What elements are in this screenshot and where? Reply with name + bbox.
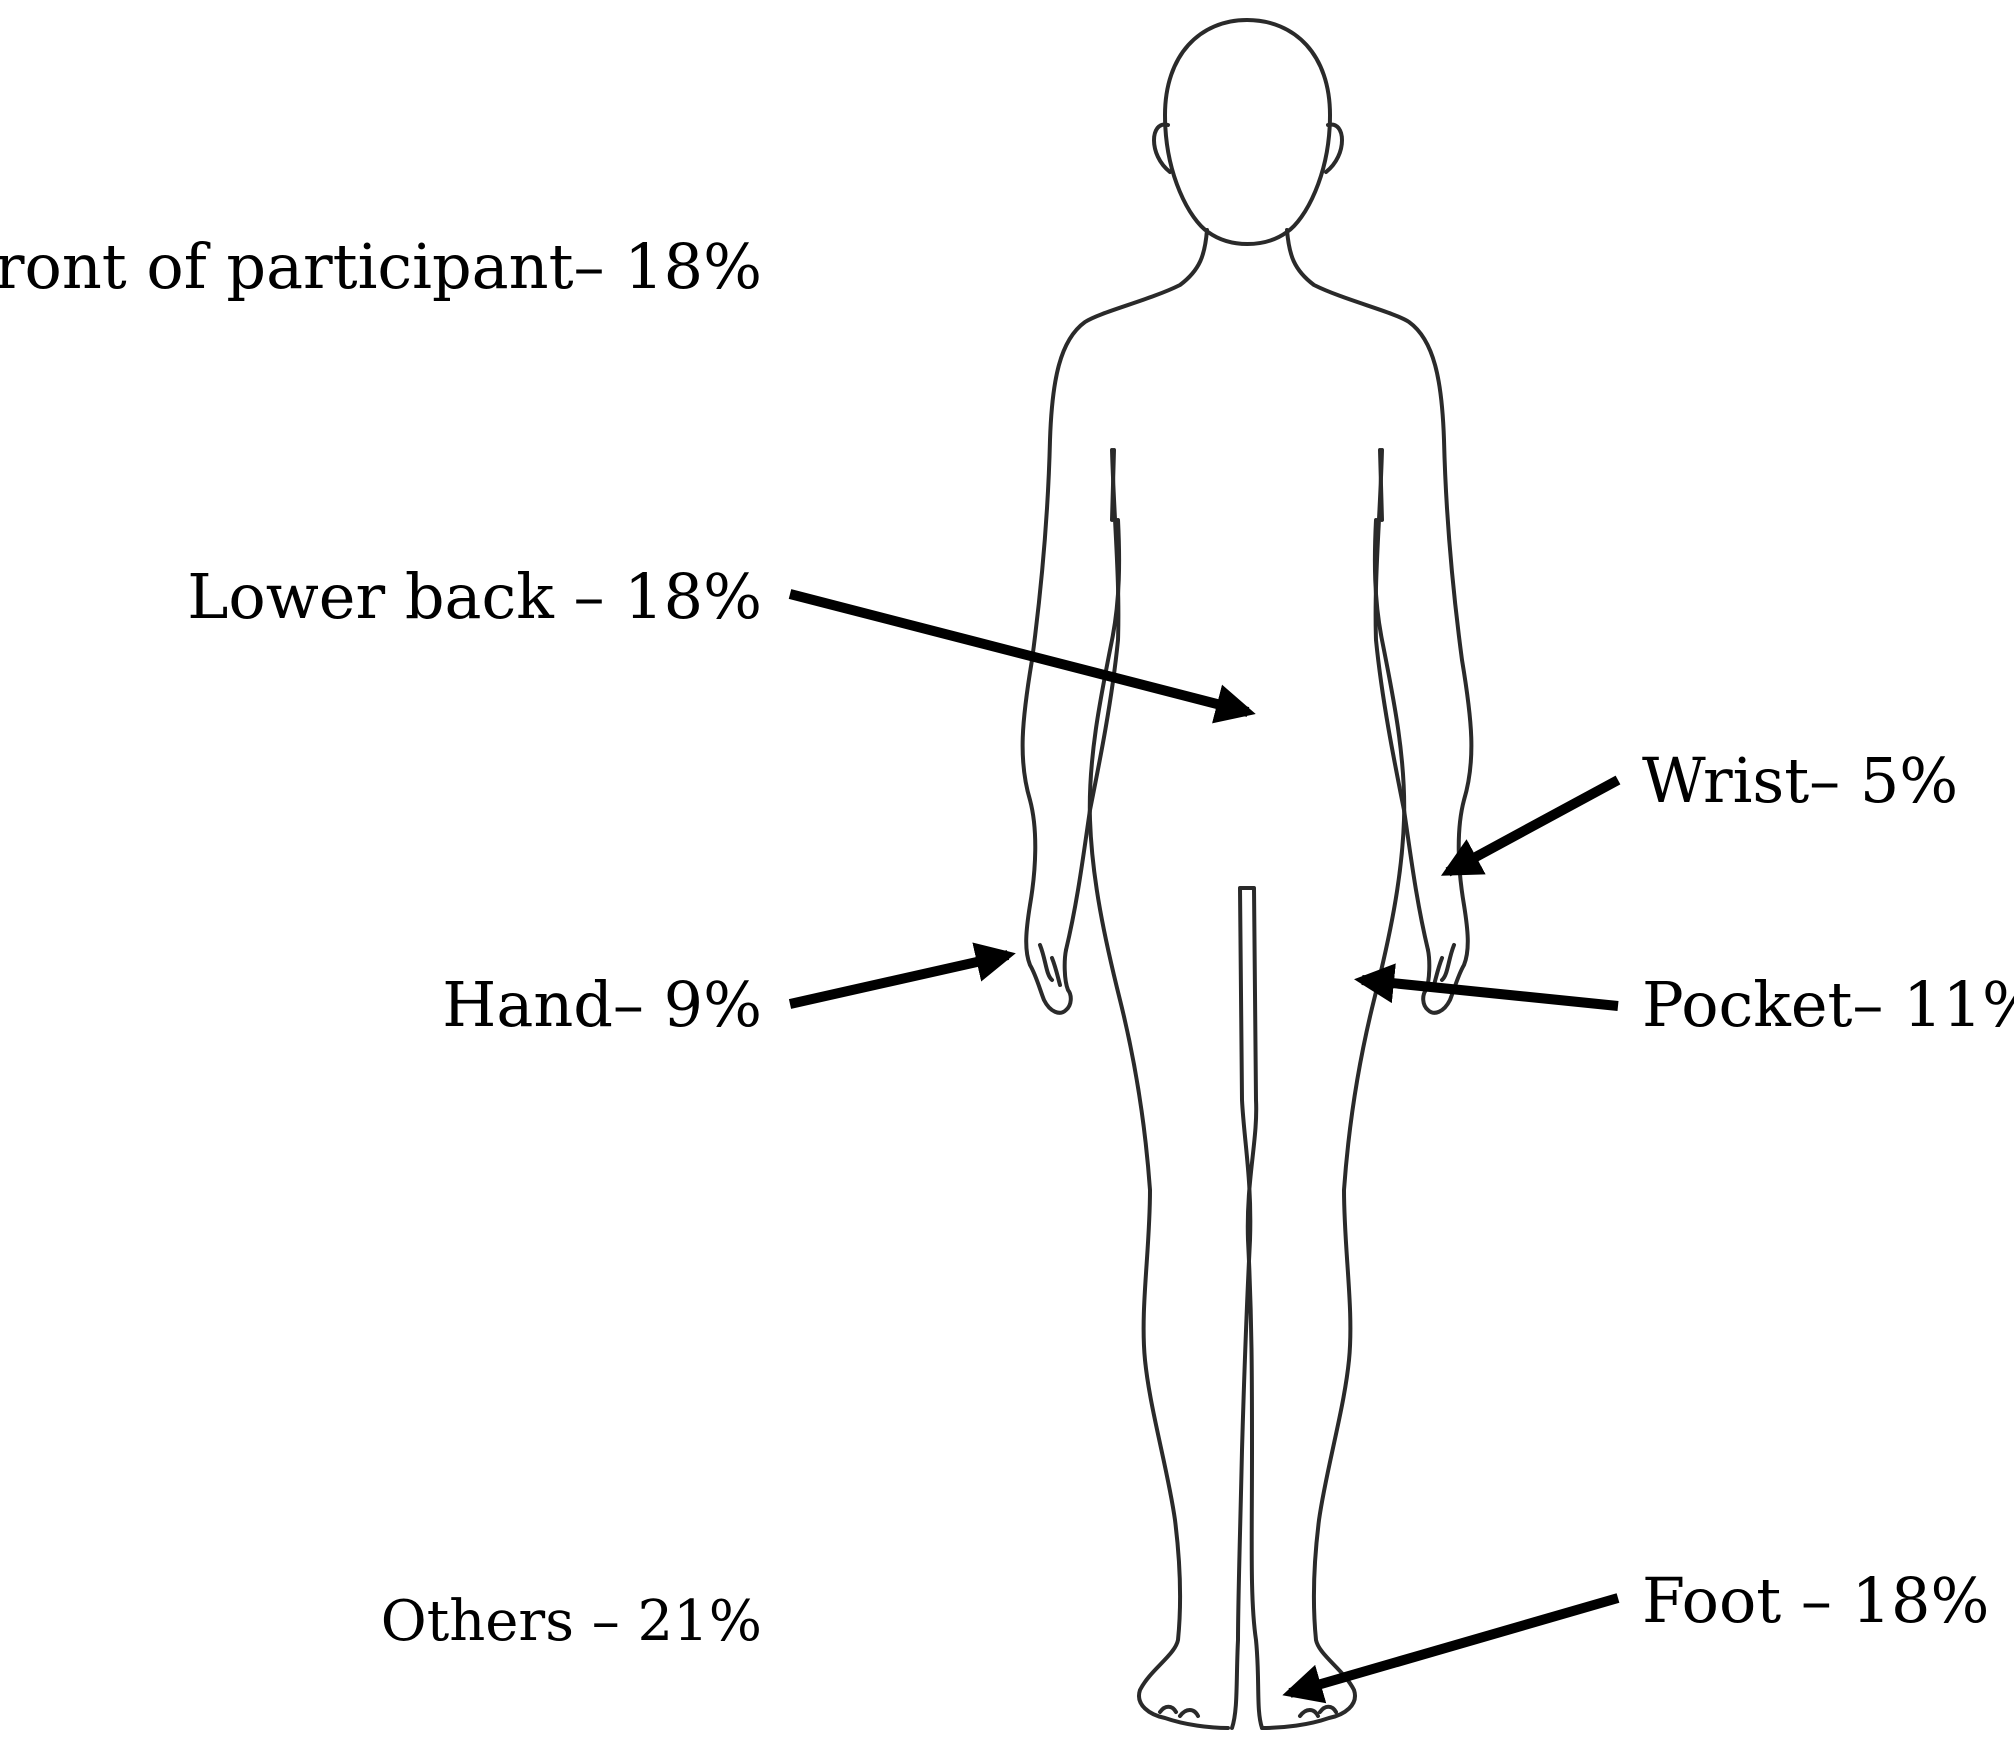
body-right-outline (1285, 228, 1474, 1015)
left-inner-arm-outline (1064, 448, 1121, 952)
arrow-lower-back (788, 589, 1256, 724)
right-torso-leg-outline (1260, 518, 1407, 1730)
left-hand-fingers (1038, 943, 1062, 987)
right-ear-outline (1324, 122, 1344, 174)
label-lower-back: Lower back – 18% (187, 560, 762, 633)
left-torso-leg-outline (1087, 518, 1230, 1730)
arrow-hand (788, 942, 1016, 1009)
feet-toes-lines (1158, 1704, 1338, 1718)
arrow-foot (1282, 1593, 1620, 1704)
body-left-outline (1020, 228, 1209, 1015)
arrow-pocket (1354, 963, 1619, 1011)
label-foot: Foot – 18% (1642, 1564, 1989, 1637)
left-armpit-line (1110, 448, 1116, 522)
label-wrist: Wrist– 5% (1642, 744, 1958, 817)
arrow-wrist (1440, 775, 1621, 877)
right-hand-fingers (1432, 943, 1456, 987)
label-hand: Hand– 9% (442, 968, 762, 1041)
inner-legs-outline (1230, 886, 1264, 1730)
label-others: Others – 21% (381, 1589, 762, 1654)
right-armpit-line (1378, 448, 1384, 522)
left-ear-outline (1152, 122, 1172, 174)
human-body-outline (1020, 18, 1474, 1730)
label-pocket: Pocket– 11% (1642, 968, 2014, 1041)
right-inner-arm-outline (1373, 448, 1430, 952)
head-outline (1163, 18, 1332, 246)
label-front-of-participant: Front of participant– 18% (0, 230, 762, 303)
